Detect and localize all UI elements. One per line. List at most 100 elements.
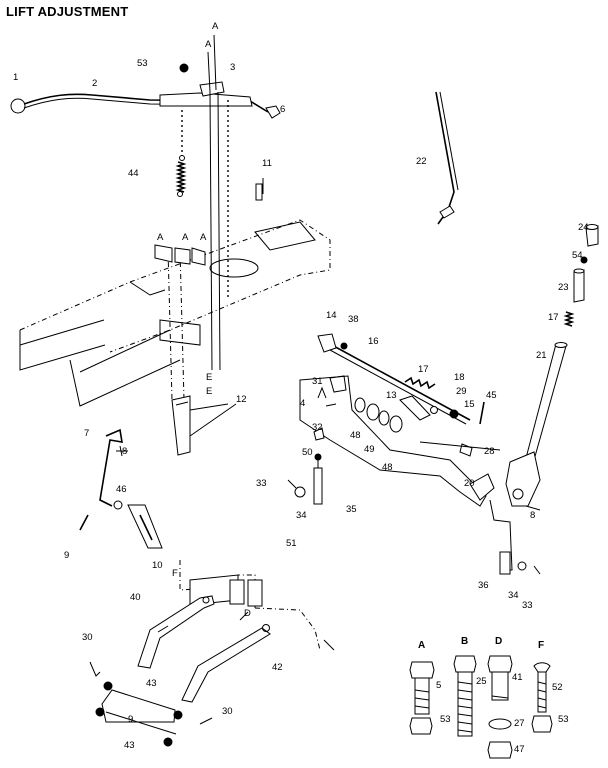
callout-33: 33 bbox=[522, 600, 533, 611]
callout-14: 14 bbox=[326, 310, 337, 321]
washer-d bbox=[488, 718, 512, 730]
callout-43: 43 bbox=[146, 678, 157, 689]
callout-50: 50 bbox=[302, 447, 313, 458]
legend-washer-27: 27 bbox=[514, 718, 525, 729]
round-bolt-f bbox=[533, 662, 551, 673]
callout-a: A bbox=[200, 232, 207, 243]
legend-nut-53: 53 bbox=[558, 714, 569, 725]
callout-a: A bbox=[182, 232, 189, 243]
callout-d: D bbox=[244, 608, 251, 619]
callout-31: 31 bbox=[312, 376, 323, 387]
callout-8: 8 bbox=[530, 510, 535, 521]
callout-46: 46 bbox=[116, 484, 127, 495]
callout-9: 9 bbox=[128, 714, 133, 725]
legend-letter-b: B bbox=[461, 636, 468, 647]
callout-48: 48 bbox=[350, 430, 361, 441]
callout-17: 17 bbox=[548, 312, 559, 323]
callout-29: 29 bbox=[456, 386, 467, 397]
callout-15: 15 bbox=[464, 399, 475, 410]
callout-32: 32 bbox=[312, 422, 323, 433]
callout-11: 11 bbox=[262, 158, 272, 169]
callout-16: 16 bbox=[368, 336, 379, 347]
callout-8: 8 bbox=[122, 446, 127, 457]
spring-44 bbox=[175, 155, 187, 197]
hardware-legend bbox=[409, 655, 553, 759]
legend-labels: A 5 53 B 25 D 41 27 47 F 52 53 bbox=[418, 636, 569, 755]
legend-nut-47: 47 bbox=[514, 744, 525, 755]
callout-36: 36 bbox=[478, 580, 489, 591]
diagram-title: LIFT ADJUSTMENT bbox=[6, 4, 129, 19]
callout-2: 2 bbox=[92, 78, 97, 89]
callout-20: 20 bbox=[464, 478, 475, 489]
bushing-53 bbox=[179, 63, 189, 73]
bracket-11 bbox=[255, 183, 263, 201]
callout-42: 42 bbox=[272, 662, 283, 673]
hex-bolt-d bbox=[487, 655, 513, 673]
callout-a: A bbox=[205, 39, 212, 50]
knob-6 bbox=[265, 105, 281, 119]
link-9 bbox=[89, 661, 213, 747]
legend-bolt-25: 25 bbox=[476, 676, 487, 687]
mower-frame bbox=[19, 219, 331, 456]
lift-handle-assembly bbox=[10, 34, 281, 119]
callout-23: 23 bbox=[558, 282, 569, 293]
link-36 bbox=[489, 499, 541, 575]
legend-nut-53: 53 bbox=[440, 714, 451, 725]
callout-9: 9 bbox=[64, 550, 69, 561]
callout-54: 54 bbox=[572, 250, 583, 261]
callout-12: 12 bbox=[236, 394, 247, 405]
callout-33: 33 bbox=[256, 478, 267, 489]
pivot-bracket-20 bbox=[299, 375, 501, 507]
rod-7 bbox=[99, 428, 123, 507]
legend-bolt-52: 52 bbox=[552, 682, 563, 693]
callout-1: 1 bbox=[13, 72, 18, 83]
adjustment-rod-16 bbox=[317, 333, 471, 425]
callout-35: 35 bbox=[346, 504, 357, 515]
callout-34: 34 bbox=[296, 510, 307, 521]
callout-30: 30 bbox=[222, 706, 233, 717]
lift-arm-40 bbox=[137, 595, 215, 669]
callout-17: 17 bbox=[418, 364, 429, 375]
nut-d bbox=[487, 741, 513, 759]
callout-6: 6 bbox=[280, 104, 285, 115]
nut-a bbox=[409, 717, 433, 735]
callout-49: 49 bbox=[364, 444, 375, 455]
callout-13: 13 bbox=[386, 390, 397, 401]
handle-knob bbox=[10, 98, 26, 114]
nut-f bbox=[531, 715, 553, 733]
callout-38: 38 bbox=[348, 314, 359, 325]
lift-lever-rod bbox=[23, 93, 269, 113]
callout-48: 48 bbox=[382, 462, 393, 473]
callout-22: 22 bbox=[416, 156, 427, 167]
callout-3: 3 bbox=[230, 62, 235, 73]
rod-22 bbox=[435, 91, 459, 225]
callout-53: 53 bbox=[137, 58, 148, 69]
pin-stack bbox=[563, 224, 599, 327]
callout-45: 45 bbox=[486, 390, 497, 401]
callout-30: 30 bbox=[82, 632, 93, 643]
callout-7: 7 bbox=[84, 428, 89, 439]
legend-letter-d: D bbox=[495, 636, 502, 647]
callout-a: A bbox=[212, 21, 219, 32]
callout-28: 28 bbox=[484, 446, 495, 457]
callout-f: F bbox=[172, 568, 178, 579]
callout-a: A bbox=[157, 232, 164, 243]
callout-34: 34 bbox=[508, 590, 519, 601]
lift-arm-42 bbox=[181, 611, 271, 703]
knob-14 bbox=[317, 333, 337, 353]
hex-bolt-b bbox=[453, 655, 477, 673]
legend-bolt-41: 41 bbox=[512, 672, 523, 683]
callout-10: 10 bbox=[152, 560, 163, 571]
lever-21 bbox=[505, 342, 568, 511]
callout-e: E bbox=[206, 372, 212, 383]
legend-letter-f: F bbox=[538, 640, 544, 651]
legend-letter-a: A bbox=[418, 640, 425, 651]
callout-43: 43 bbox=[124, 740, 135, 751]
callout-18: 18 bbox=[454, 372, 465, 383]
legend-bolt-5: 5 bbox=[436, 680, 441, 691]
left-linkage bbox=[79, 428, 163, 549]
callout-44: 44 bbox=[128, 168, 139, 179]
